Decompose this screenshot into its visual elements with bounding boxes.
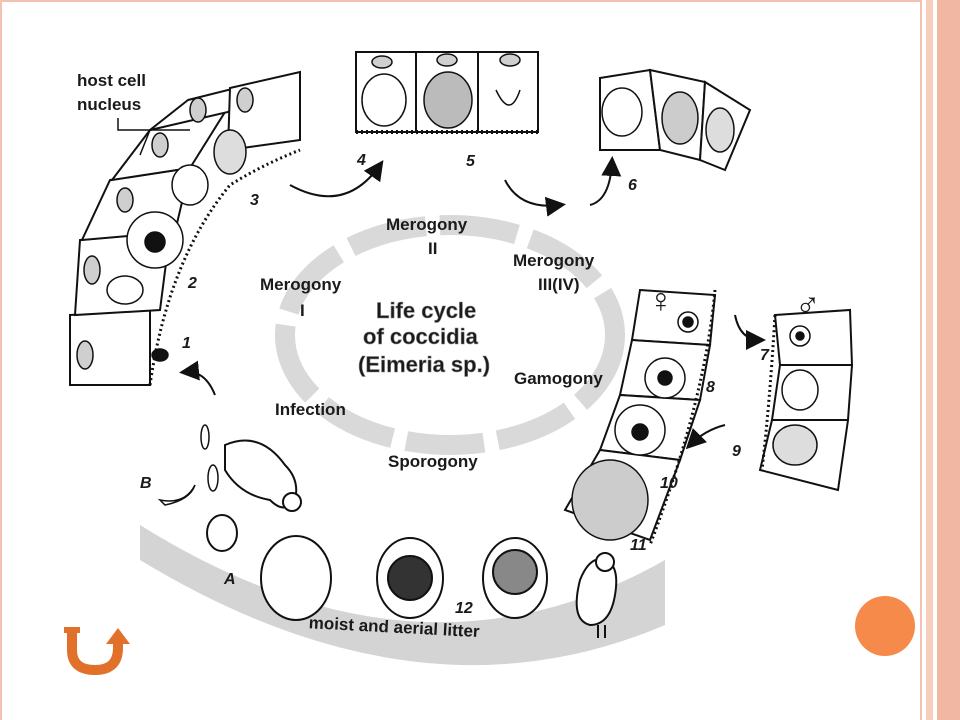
phase-gamogony: Gamogony — [514, 369, 603, 388]
stage-number-11: 11 — [630, 537, 647, 554]
arrow-infection — [179, 360, 216, 396]
stage-number-1: 1 — [182, 335, 191, 352]
frame-stripes — [922, 0, 960, 720]
stage-number-2: 2 — [187, 275, 197, 292]
phase-sporogony: Sporogony — [388, 452, 478, 471]
microvilli-left — [148, 148, 301, 386]
arrow-3-to-4 — [289, 160, 384, 198]
center-title-line1: Life cycle — [376, 298, 476, 323]
arrow-5-to-6 — [504, 179, 566, 217]
phase-merogony-2-numeral: II — [428, 239, 437, 258]
stage-number-9: 9 — [732, 443, 741, 460]
stage-number-3: 3 — [250, 192, 259, 209]
phase-infection: Infection — [275, 400, 346, 419]
phase-merogony-3: Merogony — [513, 251, 595, 270]
stage-number-7: 7 — [760, 347, 770, 364]
host-cell-nucleus-label: host cell nucleus — [77, 71, 146, 114]
stage-number-10: 10 — [660, 475, 678, 492]
host-cell-label-line1: host cell — [77, 71, 146, 90]
letter-b: B — [140, 475, 152, 492]
center-title-line3: (Eimeria sp.) — [358, 352, 490, 377]
phase-merogony-3-numeral: III(IV) — [538, 275, 580, 294]
center-title: Life cycle of coccidia (Eimeria sp.) — [358, 298, 491, 378]
stage-number-5: 5 — [466, 153, 476, 170]
macrogametes — [571, 311, 699, 541]
stage-number-6: 6 — [628, 177, 637, 194]
host-cell-nuclei-top — [371, 53, 521, 69]
microvilli-male — [760, 314, 777, 471]
phase-ring — [275, 215, 625, 455]
arrow-7 — [734, 314, 766, 350]
litter-band — [140, 525, 665, 666]
adult-bird-illustration — [575, 552, 618, 638]
stage-number-12: 12 — [455, 600, 473, 617]
phase-merogony-2: Merogony — [386, 215, 468, 234]
center-title-line2: of coccidia — [363, 324, 479, 349]
microvilli-female — [648, 289, 717, 546]
parasite-stages-left — [106, 129, 247, 362]
host-cell-nuclei-left — [76, 87, 254, 370]
chick-illustration — [224, 439, 302, 512]
phase-merogony-1-numeral: I — [300, 301, 305, 320]
microgametocytes — [772, 325, 819, 466]
male-symbol-icon: ♂ — [795, 285, 821, 323]
frame-left-line — [0, 0, 2, 720]
host-cell-leader-line — [117, 118, 190, 156]
stage-numbers: 1 2 3 4 5 6 7 8 9 10 11 12 — [182, 152, 770, 617]
orange-circle-icon — [855, 596, 915, 656]
u-turn-arrow-icon[interactable] — [64, 627, 130, 676]
slide-frame — [920, 0, 922, 720]
cycle-arrows — [179, 156, 766, 450]
stage-number-4: 4 — [356, 152, 366, 169]
arrow-6-up — [589, 156, 622, 206]
female-symbol-icon: ♀ — [648, 282, 674, 320]
arrow-9 — [685, 424, 726, 450]
oocysts — [206, 514, 548, 621]
host-cell-label-line2: nucleus — [77, 95, 141, 114]
sporozoites — [157, 424, 219, 506]
letter-a: A — [223, 571, 236, 588]
stage-number-8: 8 — [706, 379, 715, 396]
meronts-top — [361, 71, 521, 129]
meronts-top-right — [601, 87, 735, 153]
phase-merogony-1: Merogony — [260, 275, 342, 294]
frame-top-line — [0, 0, 922, 2]
